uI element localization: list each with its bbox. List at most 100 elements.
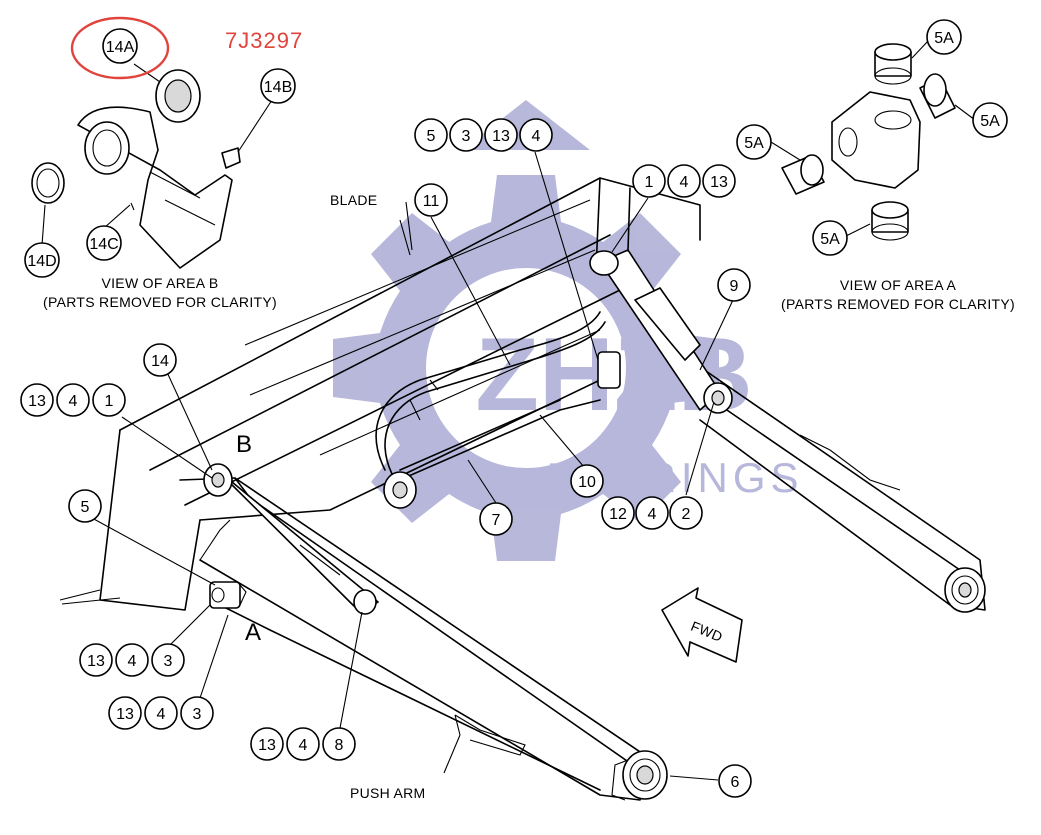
svg-text:14D: 14D: [27, 253, 56, 270]
callout-8: 8: [322, 727, 356, 761]
callout-14a: 14A: [102, 28, 138, 64]
callout-3-b: 3: [180, 696, 214, 730]
trunnion-right: [944, 567, 986, 613]
svg-text:1: 1: [645, 174, 654, 191]
view-b-subtitle: (PARTS REMOVED FOR CLARITY): [43, 294, 277, 310]
callout-12: 12: [601, 496, 635, 530]
push-arm-label: PUSH ARM: [350, 785, 426, 801]
callout-5-left: 5: [68, 489, 102, 523]
callout-7: 7: [479, 502, 513, 536]
callout-5a-right: 5A: [972, 102, 1008, 138]
forward-arrow: FWD: [661, 587, 743, 663]
view-a-subtitle: (PARTS REMOVED FOR CLARITY): [781, 296, 1015, 312]
svg-text:13: 13: [258, 737, 276, 754]
callout-4-left: 4: [56, 383, 90, 417]
svg-text:13: 13: [710, 174, 728, 191]
svg-text:4: 4: [532, 128, 541, 145]
svg-text:14C: 14C: [89, 236, 118, 253]
svg-text:3: 3: [462, 128, 471, 145]
svg-text:4: 4: [69, 393, 78, 410]
callout-13-a: 13: [79, 643, 113, 677]
view-area-b-inset: [31, 69, 241, 269]
callout-4-right: 4: [667, 164, 701, 198]
svg-text:5A: 5A: [980, 113, 1000, 130]
bushing-right: [919, 73, 956, 119]
svg-text:13: 13: [492, 128, 510, 145]
svg-text:9: 9: [730, 278, 739, 295]
svg-text:4: 4: [680, 174, 689, 191]
area-a-marker: A: [245, 619, 261, 646]
callout-1-left: 1: [92, 383, 126, 417]
callout-13-b: 13: [108, 696, 142, 730]
callout-4-a: 4: [115, 643, 149, 677]
callout-11: 11: [414, 183, 448, 217]
callout-10: 10: [570, 464, 604, 498]
callout-14c: 14C: [86, 225, 122, 261]
svg-text:12: 12: [609, 506, 627, 523]
callout-4-c: 4: [286, 727, 320, 761]
svg-text:13: 13: [87, 653, 105, 670]
callout-13-top: 13: [484, 118, 518, 152]
view-area-a-inset: [781, 43, 956, 241]
callout-5a-bottom: 5A: [812, 220, 848, 256]
highlight-ring: [70, 16, 170, 80]
svg-text:11: 11: [423, 193, 440, 210]
svg-text:5A: 5A: [820, 231, 840, 248]
svg-text:4: 4: [648, 506, 657, 523]
svg-text:1: 1: [105, 393, 114, 410]
svg-text:10: 10: [578, 474, 596, 491]
svg-text:4: 4: [299, 737, 308, 754]
callout-3-top: 3: [449, 118, 483, 152]
bushing-top: [874, 43, 912, 85]
blade-label: BLADE: [330, 192, 377, 208]
view-a-title: VIEW OF AREA A: [840, 277, 957, 293]
callout-9: 9: [717, 268, 751, 302]
tilt-cylinder: [383, 351, 621, 509]
trunnion-left: [611, 750, 668, 801]
svg-text:13: 13: [116, 706, 134, 723]
area-b-marker: B: [236, 431, 252, 458]
bushing-left: [781, 154, 825, 195]
lift-cylinder-right: [589, 249, 733, 414]
svg-text:14: 14: [151, 353, 169, 370]
lift-cylinder-left: [203, 463, 379, 615]
svg-text:4: 4: [128, 653, 137, 670]
callout-13-c: 13: [250, 727, 284, 761]
leader-lines: [41, 39, 976, 781]
svg-text:6: 6: [731, 774, 740, 791]
hydraulic-lines: [375, 311, 606, 475]
area-a-joint: [209, 581, 247, 609]
callout-14d: 14D: [24, 242, 60, 278]
svg-text:14A: 14A: [106, 39, 135, 56]
callout-3-a: 3: [151, 643, 185, 677]
bushing-bottom: [871, 201, 909, 241]
callout-5-top: 5: [414, 118, 448, 152]
svg-text:2: 2: [682, 506, 691, 523]
svg-text:14B: 14B: [264, 79, 292, 96]
callout-1-right: 1: [632, 164, 666, 198]
svg-text:5A: 5A: [744, 135, 764, 152]
svg-text:3: 3: [193, 706, 202, 723]
svg-text:5: 5: [81, 499, 90, 516]
callout-5a-top: 5A: [926, 19, 962, 55]
svg-text:3: 3: [164, 653, 173, 670]
svg-text:5A: 5A: [934, 30, 954, 47]
callout-13-left: 13: [20, 383, 54, 417]
svg-text:4: 4: [157, 706, 166, 723]
callout-4-mid: 4: [635, 496, 669, 530]
callout-13-right: 13: [702, 164, 736, 198]
callout-6: 6: [718, 764, 752, 798]
callout-5a-left: 5A: [736, 124, 772, 160]
svg-text:7: 7: [492, 512, 501, 529]
right-push-arm: [689, 359, 986, 613]
callout-4-top: 4: [519, 118, 553, 152]
part-number-label: 7J3297: [225, 28, 303, 53]
callout-4-b: 4: [144, 696, 178, 730]
callout-14: 14: [143, 343, 177, 377]
callout-14b: 14B: [260, 68, 296, 104]
view-b-title: VIEW OF AREA B: [101, 275, 218, 291]
svg-text:5: 5: [427, 128, 436, 145]
svg-text:8: 8: [335, 737, 344, 754]
